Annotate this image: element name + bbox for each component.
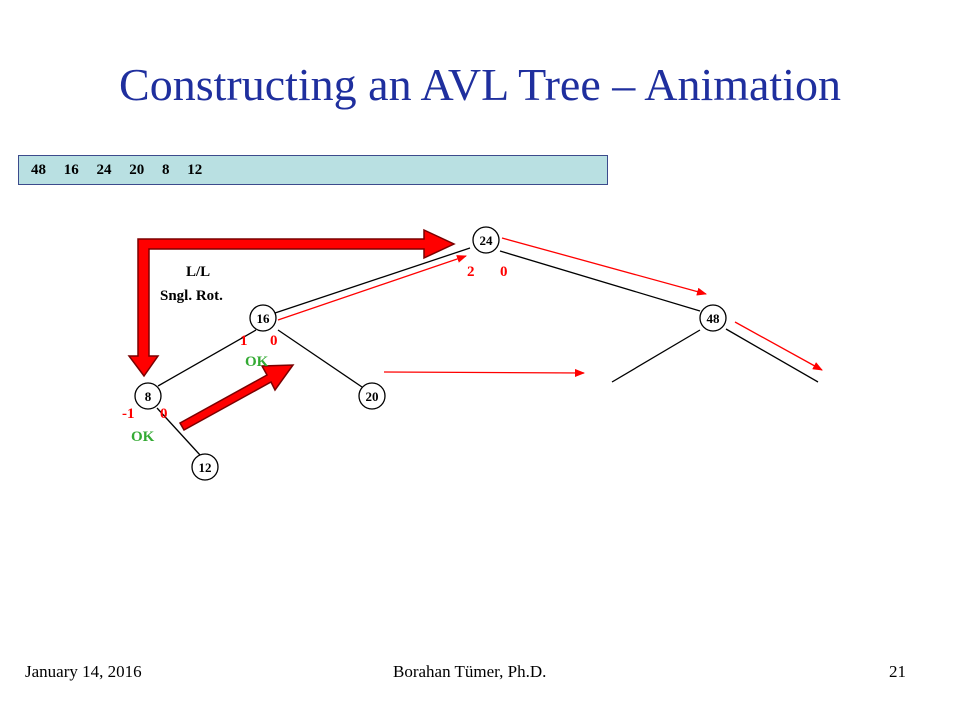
rotation-arrow	[127, 228, 456, 378]
edge-24-16	[274, 247, 471, 314]
node-label: 12	[199, 460, 212, 475]
seq-item: 48	[31, 162, 46, 178]
balance-8-left: -1	[122, 406, 135, 422]
node-label: 24	[480, 233, 494, 248]
node-label: 16	[257, 311, 271, 326]
seq-item: 20	[129, 162, 145, 178]
edge-24-48	[499, 250, 701, 312]
seq-item: 8	[162, 162, 170, 178]
ok-pointer-arrow	[178, 364, 295, 432]
seq-item: 16	[63, 162, 79, 178]
footer-date: January 14, 2016	[25, 662, 142, 681]
node-label: 8	[145, 389, 152, 404]
tree-node-48: 48	[699, 304, 727, 332]
footer-page-number: 21	[889, 662, 906, 681]
balance-16-left: 1	[240, 333, 248, 349]
move-arrow-16-to-24	[277, 255, 467, 321]
move-arrow-20-right	[383, 368, 585, 377]
tree-node-12: 12	[191, 453, 219, 481]
insertion-sequence: 48 16 24 20 8 12	[18, 155, 608, 185]
balance-8-right: 0	[160, 406, 168, 422]
balance-16-right: 0	[270, 333, 278, 349]
rotation-type-label: L/L	[186, 264, 210, 280]
edge-8-12	[156, 407, 201, 456]
status-ok-8: OK	[131, 429, 155, 445]
edge-48-left	[611, 329, 701, 383]
edge-16-8	[157, 329, 257, 387]
move-arrow-48-down	[734, 321, 823, 371]
tree-node-16: 16	[249, 304, 277, 332]
tree-node-8: 8	[134, 382, 162, 410]
move-arrow-24-to-48	[501, 237, 707, 296]
slide-title: Constructing an AVL Tree – Animation	[119, 59, 841, 110]
rotation-desc-label: Sngl. Rot.	[160, 288, 223, 304]
node-label: 20	[366, 389, 379, 404]
edge-48-right	[725, 328, 819, 383]
balance-24-left: 2	[467, 264, 475, 280]
tree-node-20: 20	[358, 382, 386, 410]
balance-24-right: 0	[500, 264, 508, 280]
status-ok-16: OK	[245, 354, 269, 370]
footer-author: Borahan Tümer, Ph.D.	[393, 662, 547, 681]
seq-item: 12	[187, 162, 203, 178]
edge-16-20	[277, 329, 363, 388]
seq-item: 24	[96, 162, 112, 178]
node-label: 48	[707, 311, 721, 326]
tree-node-24: 24	[472, 226, 500, 254]
